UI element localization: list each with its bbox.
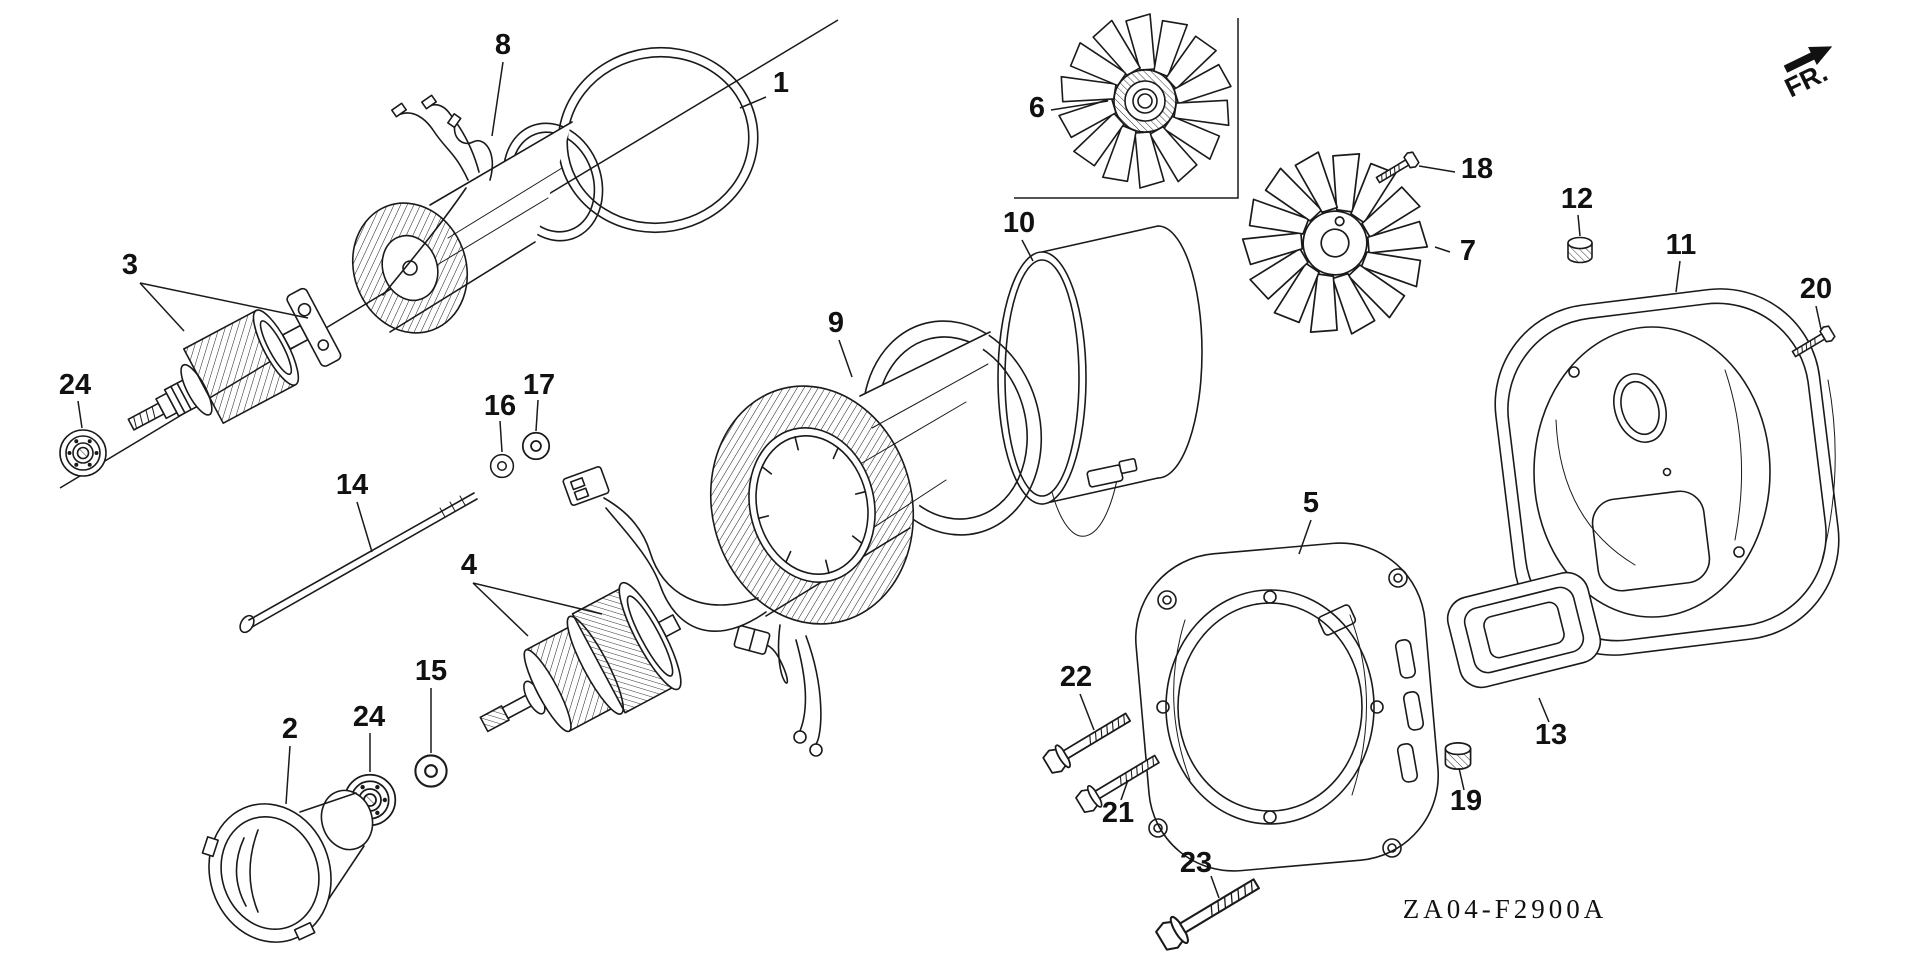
- leader-19: [1458, 767, 1465, 791]
- leader-10: [1021, 239, 1034, 262]
- callout-8: 8: [495, 29, 511, 61]
- leader-23: [1210, 875, 1220, 899]
- part-5: [1134, 542, 1440, 872]
- diagram-code: ZA04-F2900A: [1403, 894, 1608, 924]
- part-8: [351, 94, 604, 334]
- leader-8: [491, 61, 504, 137]
- part-9: [562, 320, 1043, 757]
- part-17: [521, 431, 551, 461]
- harness-connector: [562, 466, 610, 506]
- fr-direction-indicator: FR.: [1780, 46, 1833, 103]
- leader-16: [499, 420, 503, 453]
- leader-18: [1418, 165, 1456, 173]
- leader-5: [1298, 519, 1312, 555]
- leader-2: [285, 745, 291, 805]
- fan-group-bracket: [1014, 18, 1239, 199]
- callout-10: 10: [1003, 207, 1035, 239]
- callout-labels: 8 1 6 18 12 11 20 10 7 3 24 9 16 17 14 4…: [59, 29, 1832, 879]
- leader-12: [1577, 214, 1581, 237]
- callout-16: 16: [484, 390, 516, 422]
- callout-17: 17: [523, 369, 555, 401]
- part-1: [557, 46, 759, 234]
- part-3: [127, 287, 342, 431]
- callout-22: 22: [1060, 661, 1092, 693]
- leader-13: [1538, 697, 1550, 723]
- part-16: [489, 453, 515, 479]
- callout-14: 14: [336, 469, 368, 501]
- callout-20: 20: [1800, 273, 1832, 305]
- callout-19: 19: [1450, 785, 1482, 817]
- part-22: [1040, 705, 1136, 778]
- part-14: [239, 492, 478, 634]
- part-4: [479, 581, 682, 733]
- part-2: [201, 789, 374, 943]
- callout-11: 11: [1666, 229, 1697, 261]
- part-12: [1567, 236, 1593, 264]
- fr-arrow-icon: [1783, 46, 1833, 73]
- leader-11: [1675, 260, 1681, 293]
- callout-13: 13: [1535, 719, 1567, 751]
- part-6: [1055, 13, 1235, 189]
- leader-9: [838, 339, 853, 378]
- part-15: [414, 754, 448, 788]
- part-24-upper: [59, 429, 107, 477]
- callout-15: 15: [415, 655, 447, 687]
- callout-12: 12: [1561, 183, 1593, 215]
- leader-3b: [139, 282, 309, 319]
- leader-21: [1120, 779, 1129, 801]
- leader-17: [535, 399, 539, 432]
- part-19: [1444, 742, 1472, 770]
- callout-6: 6: [1029, 92, 1045, 124]
- leader-7: [1434, 246, 1451, 253]
- leader-4a: [472, 582, 529, 637]
- callout-2: 2: [282, 713, 298, 745]
- callout-24-upper: 24: [59, 369, 91, 401]
- harness-connector-2: [733, 625, 771, 655]
- leader-3a: [139, 282, 185, 332]
- leader-6: [1050, 100, 1109, 111]
- callout-7: 7: [1460, 235, 1476, 267]
- callout-18: 18: [1461, 153, 1493, 185]
- callout-21: 21: [1102, 797, 1134, 829]
- leader-14: [356, 501, 373, 553]
- callout-1: 1: [773, 67, 789, 99]
- callout-4: 4: [461, 549, 477, 581]
- part-13: [1446, 571, 1602, 689]
- leader-1: [739, 96, 767, 109]
- callout-3: 3: [122, 249, 138, 281]
- leader-24-upper: [77, 400, 83, 429]
- part-7: [1222, 132, 1448, 354]
- part-10: [997, 225, 1203, 537]
- part-23: [1152, 869, 1265, 955]
- part-11: [1494, 288, 1840, 656]
- leader-lines: [77, 61, 1822, 899]
- leader-20: [1815, 305, 1822, 330]
- leader-4b: [472, 582, 603, 615]
- callout-23: 23: [1180, 847, 1212, 879]
- callout-5: 5: [1303, 487, 1319, 519]
- callout-9: 9: [828, 307, 844, 339]
- callout-24-lower: 24: [353, 701, 385, 733]
- leader-22: [1079, 693, 1095, 731]
